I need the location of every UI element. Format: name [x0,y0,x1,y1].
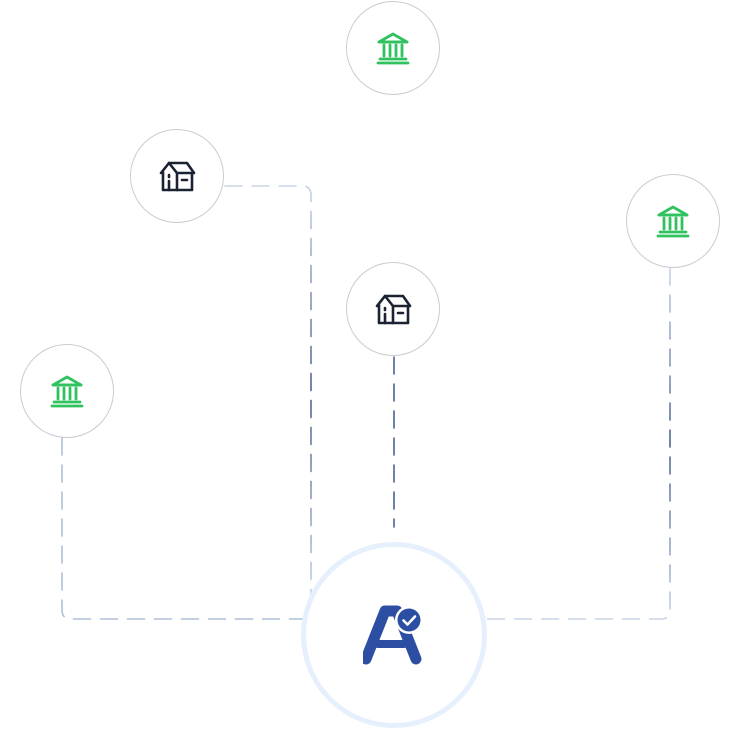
bank-icon [656,205,690,238]
house-node-center[interactable] [346,262,440,356]
hub-node[interactable] [301,542,487,728]
connector-upper-left-house [224,185,312,601]
bank-node-top[interactable] [346,1,440,95]
house-node-upper-left[interactable] [130,129,224,223]
connector-left-bank [61,437,311,620]
bank-icon [50,375,84,408]
letter-a-checkmark-logo [363,605,423,665]
bank-node-left[interactable] [20,344,114,438]
bank-icon [376,32,410,65]
connector-right-bank [485,267,671,620]
house-icon [159,161,196,192]
house-icon [375,294,412,325]
bank-node-right[interactable] [626,174,720,268]
